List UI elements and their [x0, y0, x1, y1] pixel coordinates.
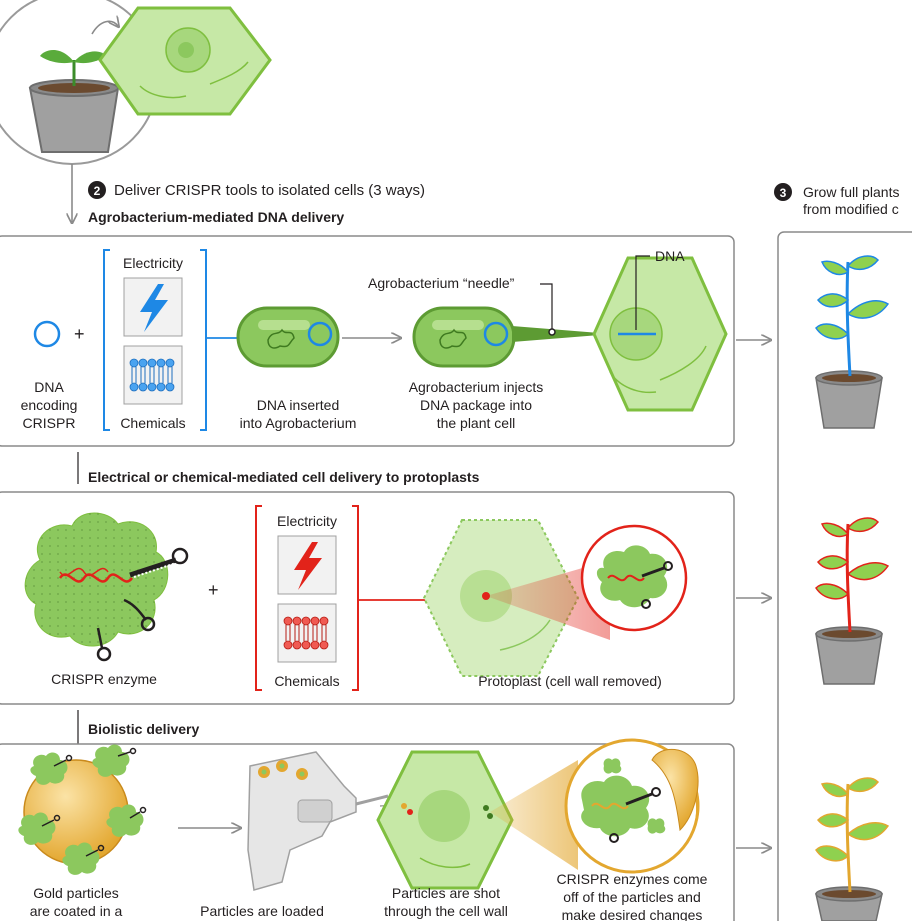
lightning-bolt-blue-icon — [140, 284, 168, 332]
biolistic-zoom — [564, 738, 700, 874]
plant-red — [815, 517, 890, 685]
electro-chemicals-label: Chemicals — [274, 673, 339, 689]
agrobacterium-2 — [412, 306, 612, 368]
electro-electricity-label: Electricity — [277, 513, 337, 529]
electro-heading: Electrical or chemical-mediated cell del… — [88, 469, 480, 485]
lightning-bolt-red-icon — [294, 542, 322, 590]
electro-plus: + — [208, 580, 219, 600]
bio-come-off-label-1: CRISPR enzymes come — [557, 871, 708, 887]
chemicals-red-icon — [283, 616, 329, 650]
bio-gold-label-1: Gold particles — [33, 885, 119, 901]
step-2-title: Deliver CRISPR tools to isolated cells (… — [114, 182, 425, 199]
bio-heading: Biolistic delivery — [88, 721, 199, 737]
agrobacterium-1 — [236, 306, 340, 368]
agro-bracket — [103, 249, 207, 431]
bio-gold-label-2: are coated in a — [30, 903, 123, 919]
agro-injects-label-1: Agrobacterium injects — [409, 379, 544, 395]
plant-blue — [815, 255, 890, 429]
agro-dna-label-1: DNA — [34, 379, 64, 395]
agro-dna-label-2: encoding — [21, 397, 78, 413]
agrobacterium-needle — [512, 326, 612, 342]
agro-electricity-label: Electricity — [123, 255, 183, 271]
gene-gun-illustration — [247, 751, 389, 891]
step-3-badge: 3 — [774, 183, 792, 201]
step-2-number: 2 — [94, 184, 101, 198]
protoplast-cell — [422, 519, 610, 677]
dna-plasmid-icon — [33, 320, 61, 348]
protoplast-zoom — [580, 524, 688, 632]
agro-needle-label: Agrobacterium “needle” — [368, 275, 515, 291]
electro-protoplast-label: Protoplast (cell wall removed) — [478, 673, 662, 689]
step-2-badge: 2 — [88, 181, 106, 199]
bio-loaded-label: Particles are loaded — [200, 903, 324, 919]
bio-shot-label-1: Particles are shot — [392, 885, 500, 901]
agro-chemicals-label: Chemicals — [120, 415, 185, 431]
step-3-line1: Grow full plants — [803, 184, 899, 200]
crispr-enzyme-illustration — [24, 512, 189, 662]
agro-injects-label-3: the plant cell — [437, 415, 516, 431]
agro-plus: + — [74, 324, 85, 344]
chemicals-blue-icon — [129, 358, 175, 392]
agro-injects-label-2: DNA package into — [420, 397, 532, 413]
electro-bracket — [255, 505, 359, 691]
agro-inserted-label-2: into Agrobacterium — [240, 415, 357, 431]
step-3-line2: from modified c — [803, 201, 899, 217]
bio-come-off-label-3: make desired changes — [562, 907, 703, 921]
agro-inserted-label-1: DNA inserted — [257, 397, 339, 413]
bio-shot-label-2: through the cell wall — [384, 903, 508, 919]
agro-dna-label-3: CRISPR — [23, 415, 76, 431]
gold-particle-illustration — [18, 744, 147, 875]
bio-come-off-label-2: off of the particles and — [563, 889, 701, 905]
step-3-number: 3 — [780, 186, 787, 200]
agro-dna-callout: DNA — [655, 248, 685, 264]
plant-gold — [815, 777, 890, 921]
plant-cell-biolistic — [376, 750, 578, 890]
agro-panel — [0, 235, 735, 447]
agro-heading: Agrobacterium-mediated DNA delivery — [88, 209, 344, 225]
isolated-cell-illustration — [0, 0, 272, 165]
electro-enzyme-label: CRISPR enzyme — [51, 671, 157, 687]
